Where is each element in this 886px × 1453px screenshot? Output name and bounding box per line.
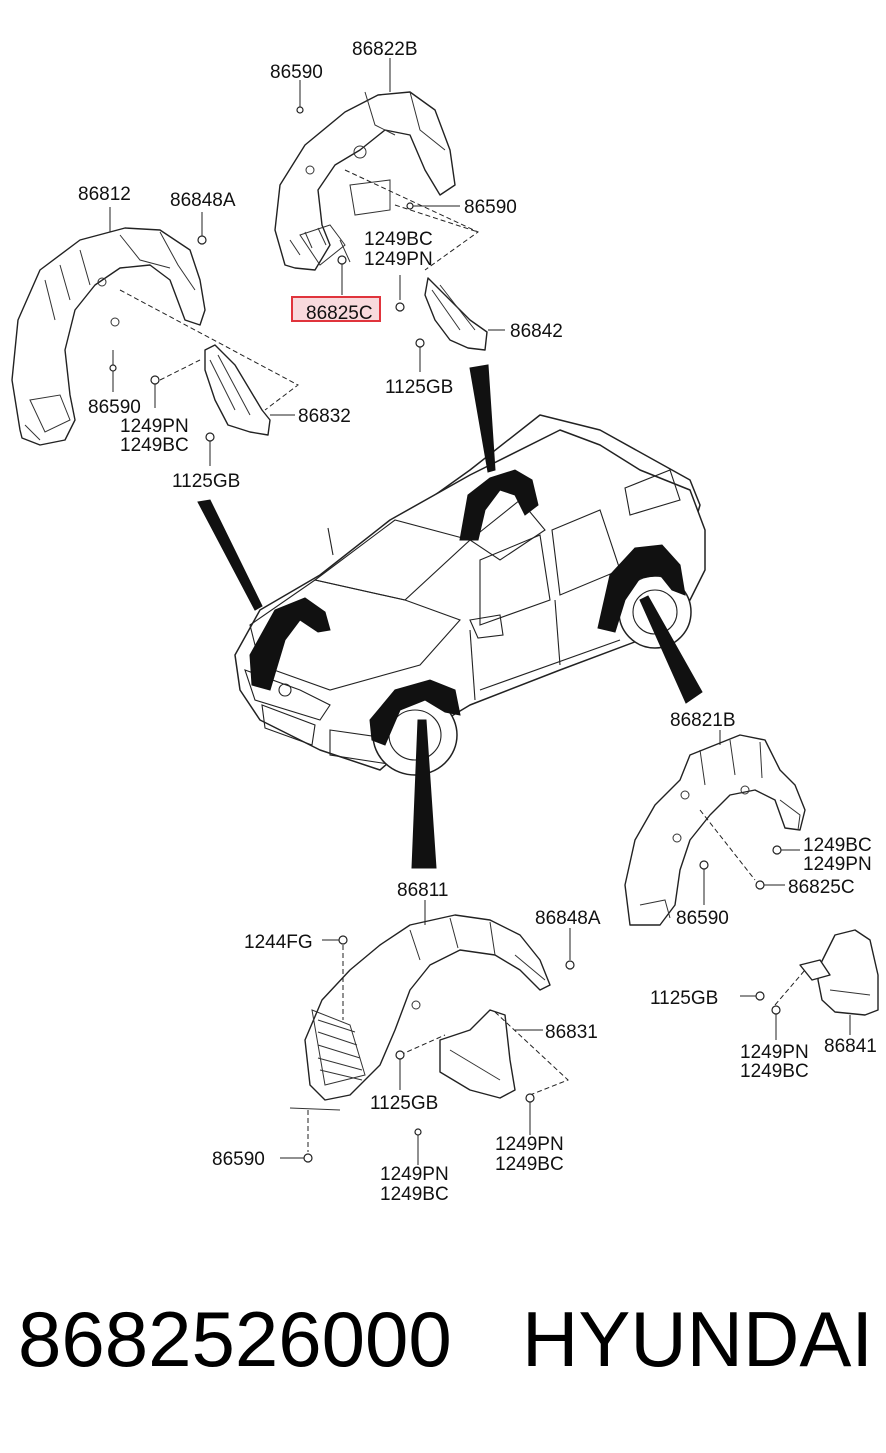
rear-right-wheel-liner <box>624 734 806 926</box>
label-86848A-rl: 86848A <box>535 908 601 929</box>
part-number-text: 8682526000 <box>18 1295 452 1383</box>
front-left-mud-guard <box>204 344 271 436</box>
label-86590-rr: 86590 <box>676 908 729 929</box>
label-1125GB-fr: 1125GB <box>385 377 453 398</box>
label-1249BC-rr: 1249BC <box>803 835 872 856</box>
label-86832: 86832 <box>298 406 351 427</box>
label-86812: 86812 <box>78 184 131 205</box>
label-86821B: 86821B <box>670 710 736 731</box>
label-1249BC-fr: 1249BC <box>364 229 433 250</box>
label-1249PN-rl-b: 1249PN <box>380 1164 449 1185</box>
rear-left-mud-guard <box>439 1009 516 1099</box>
label-86831: 86831 <box>545 1022 598 1043</box>
label-86841: 86841 <box>824 1036 877 1057</box>
label-86848A-fl: 86848A <box>170 190 236 211</box>
rear-left-wheel-liner <box>289 914 551 1111</box>
label-1249PN-rr: 1249PN <box>803 854 872 875</box>
vehicle-illustration <box>197 364 706 869</box>
label-86825C-rr: 86825C <box>788 877 855 898</box>
label-1249PN-rl-a: 1249PN <box>495 1134 564 1155</box>
label-1125GB-rl: 1125GB <box>370 1093 438 1114</box>
front-right-mud-guard <box>424 277 488 351</box>
label-1249BC-rr-b: 1249BC <box>740 1061 809 1082</box>
label-1249BC-rl-b: 1249BC <box>380 1184 449 1205</box>
highlight-box <box>291 296 381 322</box>
label-1249PN-rr-b: 1249PN <box>740 1042 809 1063</box>
rear-right-mud-guard <box>799 929 879 1016</box>
label-1249PN-fl: 1249PN <box>120 416 189 437</box>
label-1244FG: 1244FG <box>244 932 313 953</box>
label-1125GB-rr: 1125GB <box>650 988 718 1009</box>
label-86590-fl: 86590 <box>88 397 141 418</box>
label-1125GB-fl: 1125GB <box>172 471 240 492</box>
label-86811: 86811 <box>397 880 448 901</box>
label-86590-rl: 86590 <box>212 1149 265 1170</box>
label-1249BC-rl-a: 1249BC <box>495 1154 564 1175</box>
label-1249BC-fl: 1249BC <box>120 435 189 456</box>
front-right-wheel-liner <box>274 91 456 271</box>
label-1249PN-fr: 1249PN <box>364 249 433 270</box>
label-86590-mid: 86590 <box>464 197 517 218</box>
label-86822B: 86822B <box>352 39 418 60</box>
label-86842: 86842 <box>510 321 563 342</box>
brand-text: HYUNDAI <box>522 1295 873 1383</box>
label-86825C-highlight: 86825C <box>306 303 373 324</box>
front-left-wheel-liner <box>11 227 206 446</box>
label-86590-top: 86590 <box>270 62 323 83</box>
